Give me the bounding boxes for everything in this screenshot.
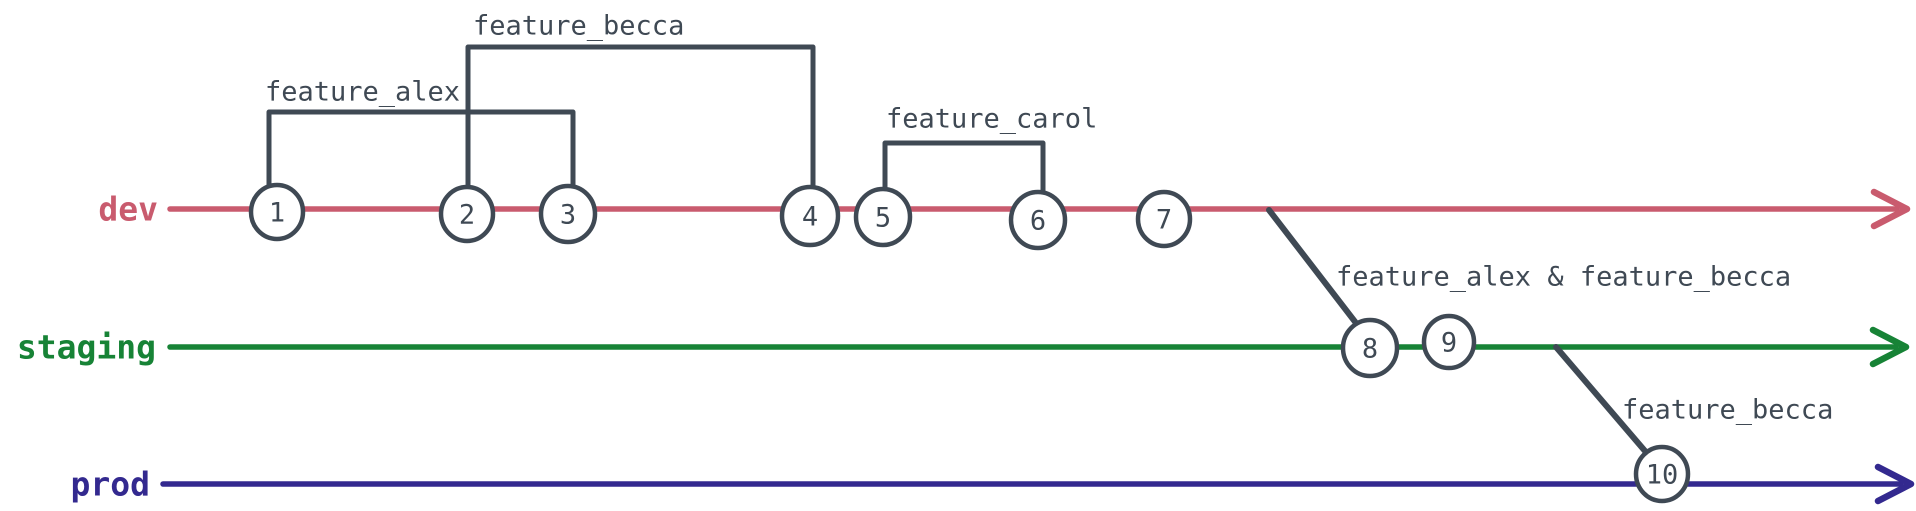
commit-node [1340,317,1400,379]
commit-number: 8 [1362,334,1378,365]
staging-branch-label: staging [17,328,156,367]
commit-node [438,184,496,244]
feature-branch-label: feature_alex [265,77,460,108]
feature-bracket [465,44,816,195]
merge-edge [1553,344,1648,454]
feature-branch-label: feature_carol [886,104,1097,135]
prod-branch-label: prod [71,465,150,504]
commit-number: 6 [1030,206,1046,237]
commit-node [1421,313,1477,371]
commit-number: 4 [802,202,818,233]
commit-node [853,186,913,248]
commit-number: 10 [1646,460,1679,491]
commit-node [248,182,306,242]
dev-arrowhead-icon [1870,188,1911,230]
commit-number: 2 [459,200,475,231]
commit-number: 1 [269,198,285,229]
commit-number: 7 [1156,205,1172,236]
dev-branch-label: dev [98,190,158,229]
commit-node [1008,189,1068,251]
feature-branch-label: feature_becca [473,11,684,42]
staging-arrowhead-icon [1869,326,1910,368]
commit-node [1135,189,1193,249]
merge-edge [1266,207,1359,326]
commit-node [1633,444,1691,504]
merge-edge-label: feature_becca [1622,395,1833,426]
commit-node [538,183,598,245]
feature-bracket [882,140,1046,200]
feature-bracket [266,109,576,194]
merge-edge-label: feature_alex & feature_becca [1336,262,1791,293]
commit-number: 5 [875,203,891,234]
prod-arrowhead-icon [1874,463,1915,505]
commit-node [779,184,841,248]
commit-number: 9 [1441,328,1457,359]
commit-number: 3 [560,200,576,231]
